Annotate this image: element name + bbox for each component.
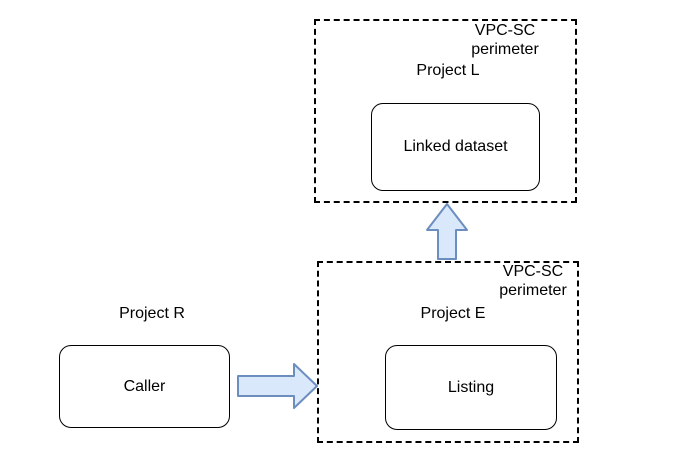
project-e-label: Project E [420, 305, 486, 322]
vpcsc-perimeter-top [314, 19, 577, 203]
caller-node-label: Caller [123, 377, 166, 395]
vpcsc-perimeter-top-label: VPC-SC perimeter [471, 22, 539, 58]
arrow-up-icon [426, 203, 468, 260]
vpcsc-perimeter-bottom-label: VPC-SC perimeter [499, 263, 567, 299]
project-r-label: Project R [119, 305, 185, 322]
linked-dataset-node-label: Linked dataset [403, 138, 508, 155]
listing-node-label: Listing [447, 378, 495, 396]
linked-dataset-node: Linked dataset [371, 103, 540, 191]
project-l-label: Project L [416, 62, 480, 79]
arrow-right-icon [237, 363, 318, 409]
vpcsc-perimeter-bottom [317, 261, 579, 443]
listing-node: Listing [385, 345, 557, 430]
caller-node: Caller [59, 345, 230, 428]
